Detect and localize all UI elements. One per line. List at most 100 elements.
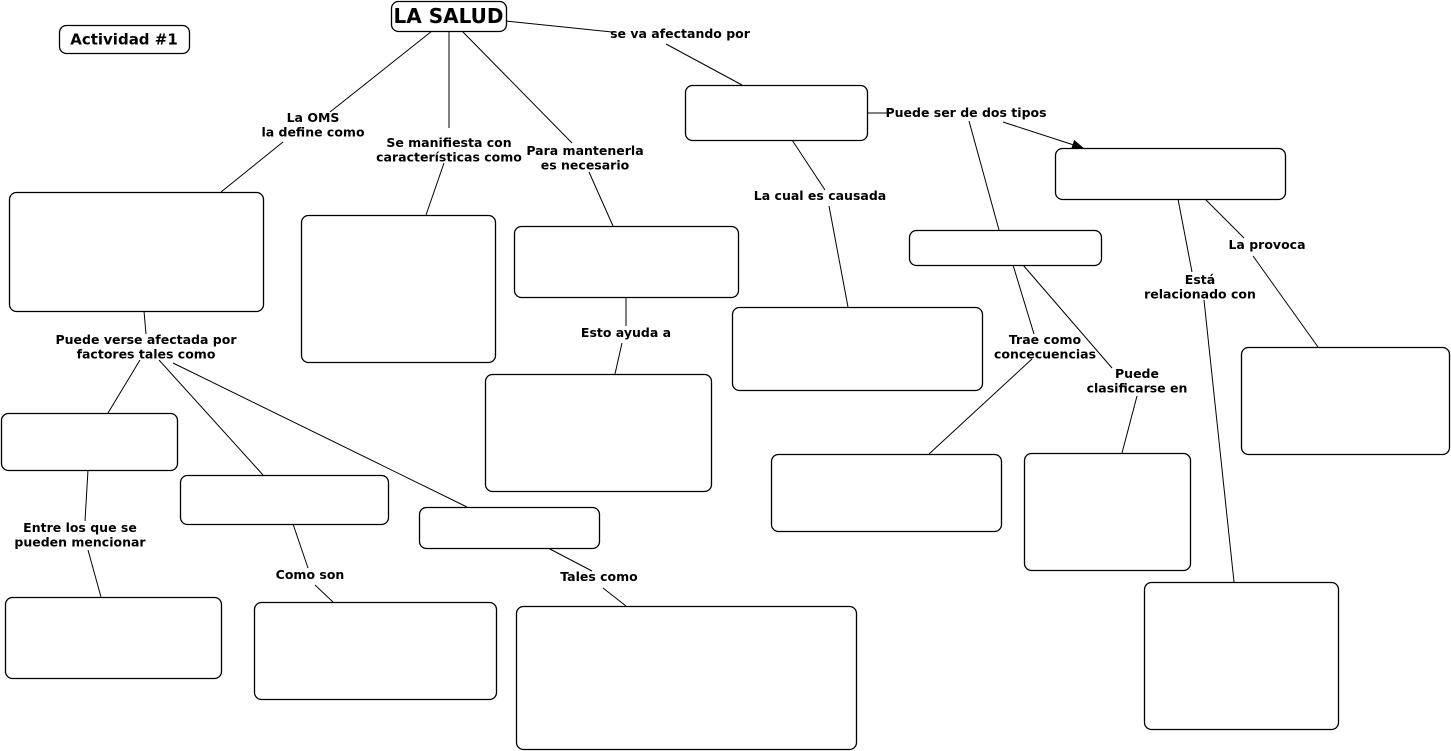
concept-box[interactable] bbox=[484, 373, 713, 493]
concept-box[interactable] bbox=[0, 412, 179, 472]
connector-line bbox=[292, 523, 309, 569]
concept-box[interactable] bbox=[1023, 452, 1192, 572]
concept-node-como-son[interactable] bbox=[253, 601, 498, 701]
concept-box[interactable] bbox=[1054, 147, 1287, 201]
concept-node-provoca[interactable] bbox=[1240, 346, 1451, 456]
link-label-line: Esto ayuda a bbox=[581, 325, 671, 340]
link-label-line: La OMS bbox=[287, 110, 340, 125]
link-label-ayuda-a: Esto ayuda a bbox=[581, 325, 671, 340]
concept-node-tipo1[interactable] bbox=[908, 229, 1103, 267]
link-label-line: pueden mencionar bbox=[14, 535, 146, 550]
connector-line bbox=[791, 139, 826, 191]
concept-box[interactable] bbox=[1143, 581, 1340, 731]
link-label-line: Puede bbox=[1115, 366, 1159, 381]
concept-box[interactable] bbox=[58, 24, 191, 55]
concept-node-consecuencias[interactable] bbox=[770, 453, 1003, 533]
link-label-line: Se manifiesta con bbox=[386, 135, 511, 150]
connector-line bbox=[588, 171, 614, 227]
concept-box[interactable] bbox=[515, 605, 858, 751]
connector-line bbox=[665, 43, 743, 86]
concept-node-relacionado[interactable] bbox=[1143, 581, 1340, 731]
link-label-line: Trae como bbox=[1009, 332, 1082, 347]
concept-box[interactable] bbox=[179, 474, 390, 526]
connector-arrow bbox=[1002, 121, 1084, 150]
concept-box[interactable] bbox=[513, 225, 740, 299]
concept-node-menciones[interactable] bbox=[4, 596, 223, 680]
link-label-line: Puede verse afectada por bbox=[56, 332, 238, 347]
concept-node-tales-como[interactable] bbox=[515, 605, 858, 751]
connector-line bbox=[87, 549, 102, 598]
link-label-line: factores tales como bbox=[77, 347, 216, 362]
concept-box[interactable] bbox=[1240, 346, 1451, 456]
concept-node-factor1[interactable] bbox=[0, 412, 179, 472]
link-label-causada: La cual es causada bbox=[754, 188, 886, 203]
concept-node-definicion[interactable] bbox=[8, 191, 265, 313]
connector-line bbox=[1252, 255, 1319, 348]
connector-line bbox=[1203, 299, 1235, 583]
connector-line bbox=[1012, 264, 1035, 335]
connector-line bbox=[143, 310, 147, 335]
connector-line bbox=[158, 359, 264, 476]
connector-line bbox=[314, 584, 334, 603]
concept-node-clasificacion[interactable] bbox=[1023, 452, 1192, 572]
connector-line bbox=[1022, 264, 1113, 369]
link-label-line: concecuencias bbox=[994, 347, 1096, 362]
concept-box[interactable] bbox=[390, 0, 508, 33]
concept-box[interactable] bbox=[770, 453, 1003, 533]
concept-box[interactable] bbox=[4, 596, 223, 680]
concept-node-root[interactable]: LA SALUD bbox=[390, 0, 508, 33]
link-label-provoca: La provoca bbox=[1228, 237, 1305, 252]
concept-box[interactable] bbox=[731, 306, 984, 392]
connector-line bbox=[220, 141, 284, 193]
link-label-line: clasificarse en bbox=[1087, 381, 1188, 396]
link-label-line: relacionado con bbox=[1144, 287, 1256, 302]
connector-line bbox=[172, 362, 468, 508]
concept-node-tipo2[interactable] bbox=[1054, 147, 1287, 201]
links-layer bbox=[84, 20, 1319, 607]
link-label-line: Puede ser de dos tipos bbox=[885, 105, 1046, 120]
connector-line bbox=[1204, 198, 1245, 239]
link-label-line: la define como bbox=[261, 125, 365, 140]
connector-line bbox=[329, 30, 433, 113]
concept-node-causa[interactable] bbox=[731, 306, 984, 392]
connector-line bbox=[1121, 395, 1138, 454]
connector-line bbox=[547, 547, 593, 572]
concept-node-actividad[interactable]: Actividad #1 bbox=[58, 24, 191, 55]
link-label-line: Está bbox=[1185, 272, 1215, 287]
connector-line bbox=[425, 162, 445, 216]
concept-box[interactable] bbox=[300, 214, 497, 364]
concept-node-mantener[interactable] bbox=[513, 225, 740, 299]
concept-node-factor3[interactable] bbox=[418, 506, 601, 550]
link-label-line: Entre los que se bbox=[23, 520, 137, 535]
concept-box[interactable] bbox=[908, 229, 1103, 267]
connector-line bbox=[968, 120, 1000, 231]
link-label-tales-como: Tales como bbox=[560, 569, 638, 584]
concept-node-caracteristicas[interactable] bbox=[300, 214, 497, 364]
connector-line bbox=[928, 358, 1033, 455]
concept-text: Actividad #1 bbox=[70, 30, 178, 48]
concept-box[interactable] bbox=[684, 84, 869, 142]
concept-node-factor2[interactable] bbox=[179, 474, 390, 526]
connector-line bbox=[505, 20, 613, 33]
link-label-line: se va afectando por bbox=[610, 26, 751, 41]
connector-line bbox=[1177, 198, 1193, 273]
connector-line bbox=[614, 342, 623, 375]
link-label-line: Para mantenerla bbox=[526, 143, 643, 158]
concept-box[interactable] bbox=[8, 191, 265, 313]
link-label-dos-tipos: Puede ser de dos tipos bbox=[885, 105, 1046, 120]
concept-node-afectacion[interactable] bbox=[684, 84, 869, 142]
concept-node-ayuda[interactable] bbox=[484, 373, 713, 493]
link-label-line: La provoca bbox=[1228, 237, 1305, 252]
concept-box[interactable] bbox=[418, 506, 601, 550]
concept-box[interactable] bbox=[253, 601, 498, 701]
